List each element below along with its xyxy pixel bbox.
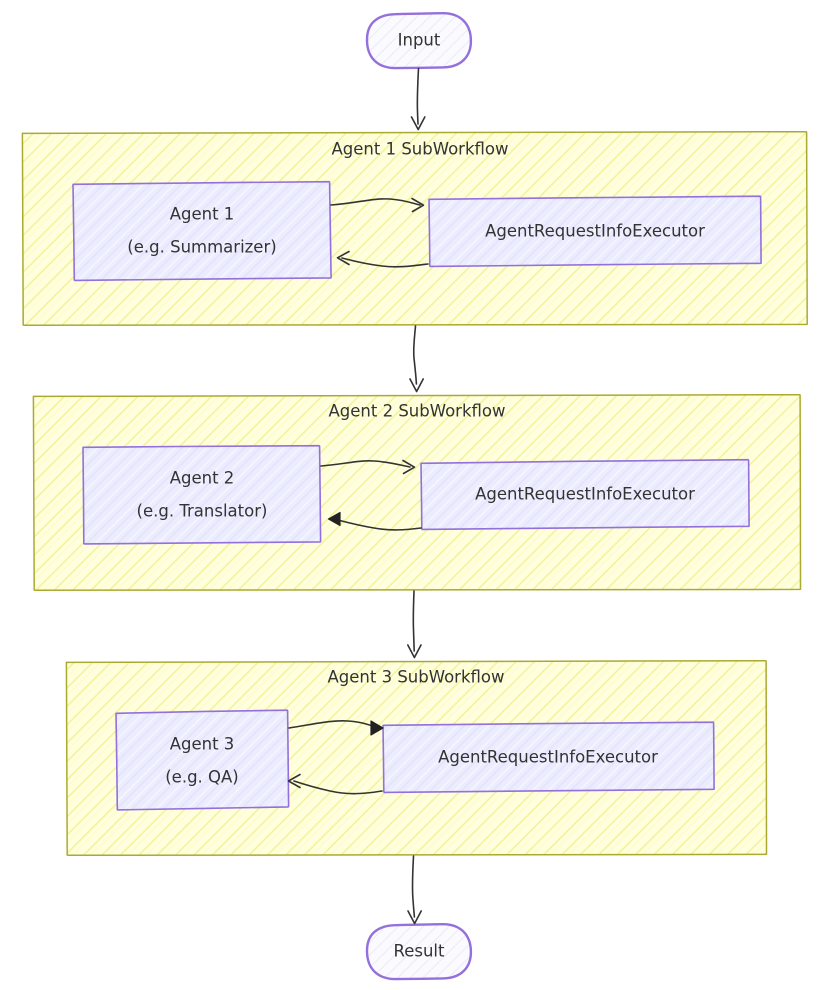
node-agent-3-line1: Agent 3 <box>170 735 235 754</box>
node-agent-2-border <box>82 444 322 545</box>
node-executor-3[interactable]: AgentRequestInfoExecutor <box>382 721 715 794</box>
node-executor-2-border <box>420 458 750 531</box>
edge-agent3-to-executor3 <box>288 720 384 736</box>
node-agent-1-border <box>72 180 332 282</box>
node-agent-1-shape <box>73 181 331 281</box>
node-agent-2[interactable]: Agent 2 (e.g. Translator) <box>82 444 322 545</box>
edge-subgraph2-to-subgraph3 <box>407 590 422 659</box>
edge-executor3-to-agent3 <box>287 773 383 795</box>
node-agent-1-line1: Agent 1 <box>170 205 235 224</box>
node-agent-2-line2: (e.g. Translator) <box>137 502 268 521</box>
node-result-shape <box>367 924 471 979</box>
node-result-border <box>365 922 473 981</box>
node-agent-3[interactable]: Agent 3 (e.g. QA) <box>115 709 290 811</box>
node-agent-1[interactable]: Agent 1 (e.g. Summarizer) <box>72 180 332 282</box>
node-executor-1[interactable]: AgentRequestInfoExecutor <box>428 195 762 268</box>
node-agent-2-shape <box>83 445 321 544</box>
node-input-shape <box>367 13 471 68</box>
subgraph-agent-2[interactable]: Agent 2 SubWorkflow Agent 2 (e.g. Transl… <box>32 393 802 592</box>
node-executor-1-border <box>428 195 762 268</box>
subgraph-1-title: Agent 1 SubWorkflow <box>332 140 509 159</box>
node-executor-2-shape <box>421 459 749 530</box>
node-agent-2-line1: Agent 2 <box>170 469 235 488</box>
subgraph-2-border <box>32 393 802 592</box>
node-executor-1-label: AgentRequestInfoExecutor <box>485 222 705 241</box>
node-executor-3-border <box>382 721 715 794</box>
node-agent-3-shape <box>116 710 289 810</box>
subgraph-3-title: Agent 3 SubWorkflow <box>328 668 505 687</box>
node-input-label: Input <box>398 31 441 50</box>
edge-executor1-to-agent1 <box>336 250 429 268</box>
node-input-border <box>365 11 473 70</box>
subgraph-agent-3[interactable]: Agent 3 SubWorkflow Agent 3 (e.g. QA) Ag… <box>65 659 768 857</box>
edge-subgraph1-to-subgraph2 <box>409 325 424 393</box>
edge-subgraph3-to-result <box>407 855 422 925</box>
subgraph-3-border <box>65 659 768 857</box>
edge-input-to-subgraph1 <box>410 67 426 131</box>
node-executor-2[interactable]: AgentRequestInfoExecutor <box>420 458 750 531</box>
node-agent-3-line2: (e.g. QA) <box>165 768 239 787</box>
node-executor-1-shape <box>429 196 761 267</box>
subgraph-agent-1[interactable]: Agent 1 SubWorkflow Agent 1 (e.g. Summar… <box>21 130 808 327</box>
node-input[interactable]: Input <box>365 11 473 70</box>
node-executor-2-label: AgentRequestInfoExecutor <box>475 485 695 504</box>
node-result[interactable]: Result <box>365 922 473 981</box>
node-agent-1-line2: (e.g. Summarizer) <box>127 238 276 257</box>
edge-agent1-to-executor1 <box>330 197 425 213</box>
subgraph-2-title: Agent 2 SubWorkflow <box>329 402 506 421</box>
subgraph-1-border <box>21 130 808 327</box>
edge-agent2-to-executor2 <box>320 459 416 475</box>
node-agent-3-border <box>115 709 290 811</box>
node-executor-3-label: AgentRequestInfoExecutor <box>438 748 658 767</box>
node-result-label: Result <box>394 942 446 961</box>
edge-executor2-to-agent2 <box>327 511 422 531</box>
node-executor-3-shape <box>383 722 714 793</box>
